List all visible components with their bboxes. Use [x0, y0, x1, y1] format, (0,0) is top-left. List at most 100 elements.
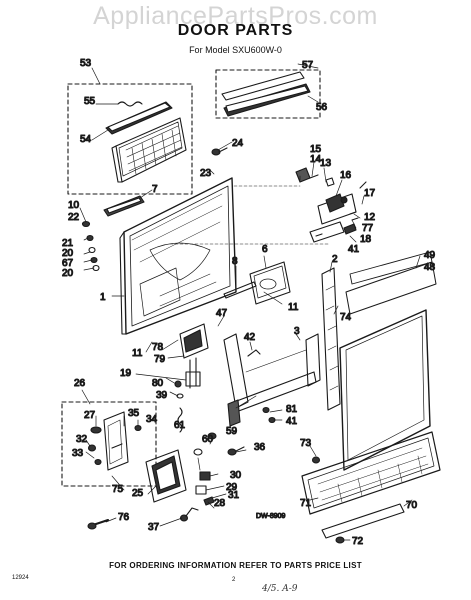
label-8: 8	[232, 256, 238, 267]
label-11a: 11	[288, 302, 299, 313]
label-72: 72	[352, 536, 364, 547]
label-60: 60	[202, 434, 214, 445]
label-3: 3	[294, 326, 300, 337]
part-54-strip	[105, 101, 173, 135]
label-29: 29	[226, 482, 238, 493]
label-74: 74	[340, 312, 352, 323]
fasteners-81-41	[262, 406, 276, 424]
label-23: 23	[200, 168, 212, 179]
label-59: 59	[226, 426, 238, 437]
label-17: 17	[364, 188, 376, 199]
left-fasteners	[81, 220, 100, 272]
part-1-inner-door	[119, 177, 237, 335]
part-72-foot	[321, 503, 405, 544]
part-57-trim	[221, 71, 311, 117]
label-37: 37	[148, 522, 160, 533]
label-75: 75	[112, 484, 124, 495]
label-36: 36	[254, 442, 266, 453]
page-number: 2	[232, 577, 236, 583]
handwritten-note: 4/5. A-9	[262, 584, 298, 594]
part-78-latch	[174, 323, 209, 399]
part-48-outer-panel	[339, 251, 437, 471]
label-6: 6	[262, 244, 268, 255]
label-24: 24	[232, 138, 244, 149]
diagram-code: DW-8909	[256, 513, 286, 520]
label-70: 70	[406, 500, 418, 511]
label-32: 32	[76, 434, 88, 445]
label-56: 56	[316, 102, 328, 113]
label-49: 49	[424, 250, 436, 261]
label-16: 16	[340, 170, 352, 181]
label-41b: 41	[286, 416, 298, 427]
label-33: 33	[72, 448, 84, 459]
label-53: 53	[80, 58, 92, 69]
label-78: 78	[152, 342, 164, 353]
part-42-clip	[247, 349, 261, 357]
label-2: 2	[332, 254, 338, 265]
label-71: 71	[300, 498, 312, 509]
part-76-pin	[87, 519, 109, 530]
part-61-spring	[177, 407, 217, 456]
label-25: 25	[132, 488, 144, 499]
ordering-info: FOR ORDERING INFORMATION REFER TO PARTS …	[109, 561, 362, 570]
label-13: 13	[320, 158, 332, 169]
label-76: 76	[118, 512, 130, 523]
latch-assembly	[295, 167, 367, 235]
page-subtitle: For Model SXU600W-0	[189, 45, 282, 55]
label-11b: 11	[132, 348, 143, 359]
leader-lines	[79, 63, 421, 541]
part-55-spring	[117, 101, 143, 107]
label-27: 27	[84, 410, 96, 421]
part-25-cover	[145, 449, 187, 503]
label-77: 77	[362, 223, 374, 234]
label-79: 79	[154, 354, 166, 365]
part-2-side-strip	[321, 267, 341, 411]
part-7-handle	[103, 195, 145, 217]
label-39: 39	[156, 390, 168, 401]
label-18: 18	[360, 234, 372, 245]
label-41a: 41	[348, 244, 360, 255]
label-67: 67	[62, 258, 74, 269]
part-8-lever	[223, 281, 257, 299]
label-35: 35	[128, 408, 140, 419]
label-21: 21	[62, 238, 74, 249]
watermark: AppliancePartsPros.com	[93, 2, 378, 30]
label-14: 14	[310, 154, 322, 165]
label-12: 12	[364, 212, 376, 223]
label-47: 47	[216, 308, 228, 319]
label-54: 54	[80, 134, 92, 145]
label-80: 80	[152, 378, 164, 389]
label-55: 55	[84, 96, 96, 107]
small-parts-28-31	[179, 446, 245, 522]
label-48: 48	[424, 262, 436, 273]
label-20a: 20	[62, 248, 74, 259]
label-30: 30	[230, 470, 242, 481]
document-code: 12924	[12, 575, 29, 581]
label-34: 34	[146, 414, 158, 425]
label-7: 7	[152, 184, 158, 195]
part-41-bracket	[309, 221, 345, 243]
label-20b: 20	[62, 268, 74, 279]
label-42: 42	[244, 332, 256, 343]
label-73: 73	[300, 438, 312, 449]
label-10: 10	[68, 200, 80, 211]
part-24-screw	[211, 147, 228, 156]
label-1: 1	[100, 292, 106, 303]
part-6-vent	[249, 261, 291, 305]
label-26: 26	[74, 378, 86, 389]
label-22: 22	[68, 212, 80, 223]
label-61: 61	[174, 420, 186, 431]
label-28: 28	[214, 498, 226, 509]
group-53-box	[67, 83, 193, 195]
label-81: 81	[286, 404, 298, 415]
label-15: 15	[310, 144, 322, 155]
page-title: DOOR PARTS	[177, 22, 294, 39]
label-31: 31	[228, 490, 240, 501]
part-3-frame	[223, 333, 321, 427]
part-70-kickplate	[301, 431, 441, 515]
part-53-dispenser-grid	[111, 117, 187, 183]
label-19: 19	[120, 368, 132, 379]
part-73-screw	[311, 456, 321, 464]
label-57: 57	[302, 60, 314, 71]
